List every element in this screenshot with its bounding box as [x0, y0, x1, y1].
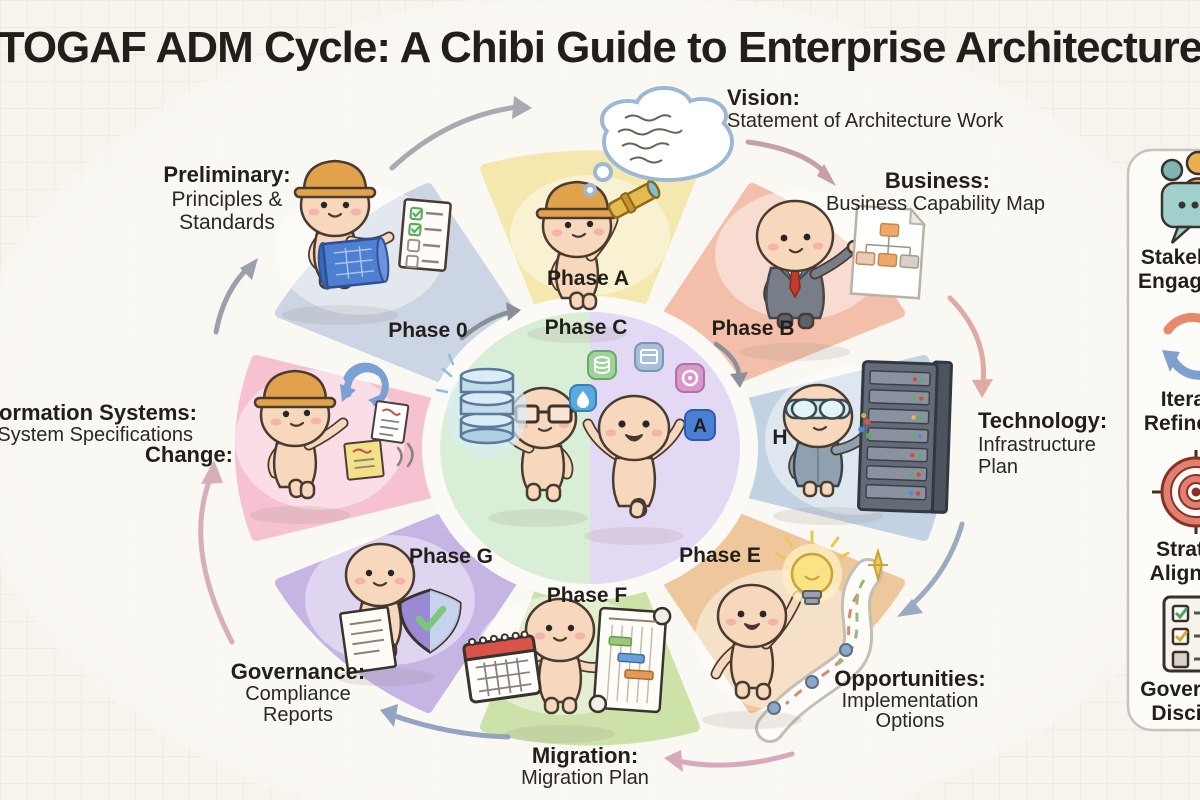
telescope-icon	[607, 179, 661, 219]
label-phase-e: Phase E	[679, 544, 761, 567]
phase-labels: Phase 0 Phase A Phase B Phase C H Phase …	[388, 267, 794, 607]
flow-arrows	[198, 96, 993, 772]
sidebar-card	[1126, 148, 1200, 732]
svg-text:Change:: Change:	[145, 442, 233, 467]
stakeholder-chat-icon	[1160, 150, 1200, 244]
svg-text:Reports: Reports	[263, 704, 333, 726]
refresh-arrows-icon	[340, 362, 389, 410]
flow-arrow-bottomleft	[389, 712, 511, 740]
label-technology: Technology: Infrastructure Plan	[978, 408, 1107, 478]
checklist-document-icon	[398, 198, 452, 272]
sidebar-legend: Stakeholder Engagement Iterative Refinem…	[1126, 148, 1200, 732]
character-preliminary	[282, 159, 452, 325]
label-phase-c: Phase C	[545, 316, 628, 339]
sidebar-label-4b: Discipline	[1151, 702, 1200, 725]
label-phase-g: Phase G	[409, 545, 493, 568]
sidebar-label-3a: Strategic	[1156, 538, 1200, 561]
holo-sparkle	[858, 413, 872, 439]
svg-text:Information Systems:: Information Systems:	[0, 400, 197, 425]
hard-hat-icon	[262, 369, 328, 403]
flow-arrow-bottom	[675, 751, 795, 768]
svg-text:Infrastructure: Infrastructure	[978, 434, 1096, 456]
svg-text:Statement of Architecture Work: Statement of Architecture Work	[727, 110, 1004, 132]
character-app-juggler	[582, 394, 686, 545]
sidebar-label-2a: Iterative	[1161, 388, 1200, 411]
app-icon-camera	[675, 363, 705, 393]
app-icons: A	[569, 342, 716, 441]
server-rack-icon	[857, 360, 953, 514]
svg-text:Implementation: Implementation	[842, 690, 979, 712]
checklist-icon	[1162, 595, 1200, 673]
svg-text:Migration Plan: Migration Plan	[521, 767, 649, 789]
sparkle-icon	[868, 547, 888, 583]
svg-text:Migration:: Migration:	[532, 743, 638, 768]
svg-text:Options: Options	[876, 710, 945, 732]
blueprint-icon	[317, 236, 390, 290]
motion-lines	[396, 442, 414, 468]
outer-labels: Preliminary: Principles & Standards Visi…	[0, 85, 1107, 789]
sidebar-label-1a: Stakeholder	[1141, 246, 1200, 269]
hard-hat-icon	[302, 159, 368, 193]
compliance-report-icon	[339, 605, 397, 675]
svg-text:Preliminary:: Preliminary:	[163, 162, 290, 187]
label-opportunities: Opportunities: Implementation Options	[834, 666, 986, 732]
label-phase-f: Phase F	[547, 584, 628, 607]
flow-arrow-right-lower	[903, 521, 965, 613]
svg-text:Business Capability Map: Business Capability Map	[826, 193, 1045, 215]
cloud-scribble-text	[617, 114, 683, 164]
label-governance: Governance: Compliance Reports	[231, 659, 366, 726]
svg-text:Governance:: Governance:	[231, 659, 366, 684]
change-note-yellow-icon	[343, 439, 385, 481]
calendar-icon	[462, 630, 542, 704]
label-phase-h: H	[772, 426, 787, 449]
svg-text:Vision:: Vision:	[727, 85, 800, 110]
label-phase-0: Phase 0	[388, 319, 467, 342]
label-vision: Vision: Statement of Architecture Work	[727, 85, 1004, 132]
sidebar-label-1b: Engagement	[1138, 270, 1200, 293]
flow-arrow-inner-top	[459, 309, 513, 341]
label-business: Business: Business Capability Map	[826, 168, 1045, 215]
svg-text:Opportunities:: Opportunities:	[834, 666, 986, 691]
sidebar-label-2b: Refinement	[1144, 412, 1200, 435]
app-icon-database	[587, 350, 617, 380]
label-migration: Migration: Migration Plan	[521, 743, 649, 789]
character-infosys	[250, 369, 350, 524]
thought-cloud	[583, 86, 734, 197]
label-preliminary: Preliminary: Principles & Standards	[163, 162, 290, 234]
svg-text:Standards: Standards	[179, 211, 275, 234]
flow-arrow-top	[389, 104, 521, 171]
opportunity-path	[755, 547, 888, 743]
app-icon-letter-a: A	[684, 409, 716, 441]
character-opportunities	[702, 583, 804, 729]
svg-text:Plan: Plan	[978, 456, 1018, 478]
svg-text:Compliance: Compliance	[245, 683, 351, 705]
character-data-architect	[488, 386, 588, 527]
label-phase-a: Phase A	[547, 267, 629, 290]
target-icon	[1152, 450, 1200, 534]
label-phase-b: Phase B	[712, 317, 795, 340]
flow-arrow-left	[198, 471, 235, 645]
change-note-white-icon	[370, 400, 410, 444]
svg-text:Technology:: Technology:	[978, 408, 1107, 433]
sidebar-label-4a: Governance	[1140, 678, 1200, 701]
svg-text:Business:: Business:	[885, 168, 990, 193]
lightbulb-icon	[774, 530, 850, 605]
app-icon-window	[634, 342, 664, 372]
server-leds	[908, 377, 925, 496]
database-stack-icon	[435, 353, 527, 458]
character-business	[740, 199, 862, 361]
label-infosys: Information Systems: System Specificatio…	[0, 400, 233, 467]
svg-text:A: A	[693, 416, 707, 437]
svg-text:Principles &: Principles &	[172, 188, 283, 211]
svg-text:System Specifications: System Specifications	[0, 424, 193, 446]
capability-map-icon	[849, 204, 927, 300]
iterative-arrows-icon	[1162, 312, 1200, 380]
page-title: TOGAF ADM Cycle: A Chibi Guide to Enterp…	[0, 23, 1200, 72]
gantt-scroll-icon	[588, 606, 672, 714]
sidebar-label-3b: Alignment	[1150, 562, 1200, 585]
app-icon-drop	[569, 384, 597, 412]
shield-check-icon	[398, 588, 462, 654]
flow-arrow-right	[947, 295, 987, 387]
